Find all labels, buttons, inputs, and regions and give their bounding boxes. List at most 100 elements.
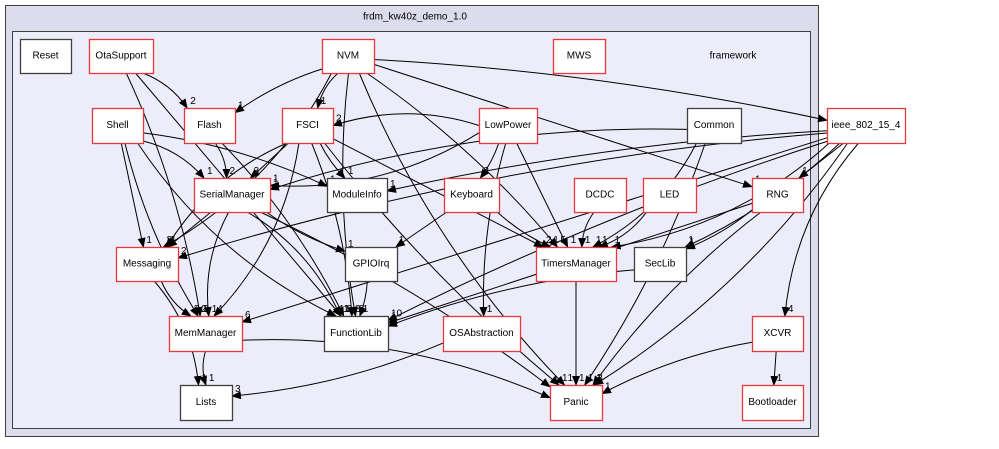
edge-weight-label[interactable]: 1 (344, 304, 350, 315)
edge-shell-to-serialmanager[interactable] (142, 140, 205, 179)
node-shell[interactable]: Shell (91, 107, 145, 145)
edge-weight-label[interactable]: 1 (615, 235, 621, 246)
node-box[interactable] (323, 315, 390, 353)
edge-weight-label[interactable]: 1 (689, 237, 695, 248)
edge-weight-label[interactable]: 1 (571, 235, 577, 246)
edge-serialmanager-to-gpioirq[interactable] (265, 211, 346, 253)
edge-weight-label[interactable]: 1 (562, 373, 568, 384)
edge-memmanager-to-panic[interactable] (241, 339, 551, 399)
node-flash[interactable]: Flash (183, 107, 237, 145)
edge-weight-label[interactable]: 1 (688, 235, 694, 246)
edge-lowpower-to-fsci[interactable] (332, 113, 480, 127)
node-box[interactable] (91, 107, 145, 145)
node-box[interactable] (442, 315, 522, 353)
edge-serialmanager-to-panic[interactable] (259, 211, 551, 388)
edge-shell-to-functionlib[interactable] (137, 142, 337, 317)
node-box[interactable] (183, 107, 237, 145)
edge-fsci-to-moduleinfo[interactable] (319, 142, 346, 179)
edge-weight-label[interactable]: 1 (363, 304, 369, 315)
node-osabstraction[interactable]: OSAbstraction (442, 315, 522, 353)
node-box[interactable] (168, 315, 244, 353)
edge-weight-label[interactable]: 1 (602, 235, 608, 246)
node-led[interactable]: LED (642, 177, 698, 214)
edge-xcvr-to-bootloader[interactable] (770, 350, 779, 386)
edge-weight-label[interactable]: 1 (146, 235, 152, 246)
edge-gpioirq-to-functionlib[interactable] (359, 280, 368, 317)
edge-nvm-to-flash[interactable] (234, 68, 323, 114)
node-box[interactable] (552, 38, 607, 75)
edge-flash-to-serialmanager[interactable] (214, 142, 231, 179)
edge-fsci-to-functionlib[interactable] (311, 142, 356, 317)
node-box[interactable] (344, 246, 399, 283)
edge-weight-label[interactable]: 2 (230, 166, 236, 177)
node-box[interactable] (443, 177, 501, 214)
edge-weight-label[interactable]: 1 (209, 373, 215, 384)
edge-ieee-to-xcvr[interactable] (781, 142, 859, 317)
edge-serialmanager-to-memmanager[interactable] (203, 211, 230, 317)
edge-shell-to-moduleinfo[interactable] (142, 132, 328, 187)
edge-weight-label[interactable]: 1 (802, 166, 808, 177)
edge-weight-label[interactable]: 1 (605, 382, 611, 393)
node-box[interactable] (321, 38, 376, 75)
edge-weight-label[interactable]: 1 (487, 304, 493, 315)
edge-ieee-to-panic[interactable] (593, 142, 849, 386)
edge-weight-label[interactable]: 3 (254, 166, 260, 177)
edge-rng-to-seclib[interactable] (685, 209, 753, 250)
edge-weight-label[interactable]: 1 (238, 101, 244, 112)
edge-nvm-to-panic[interactable] (358, 72, 566, 386)
node-bootloader[interactable]: Bootloader (741, 384, 805, 422)
edge-fsci-to-panic[interactable] (324, 142, 560, 386)
edge-weight-label[interactable]: 1 (348, 166, 354, 177)
node-box[interactable] (179, 384, 234, 422)
edge-flash-to-functionlib[interactable] (221, 142, 345, 317)
edge-weight-label[interactable]: 1 (553, 235, 559, 246)
edge-nvm-to-timersmanager[interactable] (366, 72, 559, 248)
node-box[interactable] (633, 246, 688, 283)
edge-weight-label[interactable]: 2 (201, 304, 207, 315)
node-box[interactable] (751, 315, 805, 353)
node-messaging[interactable]: Messaging (115, 246, 180, 283)
node-box[interactable] (686, 107, 743, 145)
edge-weight-label[interactable]: 1 (596, 373, 602, 384)
node-box[interactable] (115, 246, 180, 283)
edge-xcvr-to-panic[interactable] (601, 341, 753, 395)
node-box[interactable] (549, 384, 604, 422)
edge-fsci-to-memmanager[interactable] (213, 142, 300, 317)
edge-weight-label[interactable]: 1 (391, 311, 397, 322)
node-box[interactable] (642, 177, 698, 214)
edge-lowpower-to-serialmanager[interactable] (269, 132, 480, 190)
node-lowpower[interactable]: LowPower (478, 107, 539, 145)
edge-nvm-to-fsci[interactable] (315, 72, 339, 109)
edge-dcdc-to-timersmanager[interactable] (578, 211, 595, 248)
edge-nvm-to-rng[interactable] (373, 63, 753, 188)
edge-weight-label[interactable]: 4 (788, 304, 794, 315)
edge-messaging-to-memmanager[interactable] (160, 280, 192, 317)
node-panic[interactable]: Panic (549, 384, 604, 422)
edge-weight-label[interactable]: 1 (321, 96, 327, 107)
edge-ieee-to-memmanager[interactable] (241, 137, 828, 324)
node-lists[interactable]: Lists (179, 384, 234, 422)
edge-otasupport-to-flash[interactable] (142, 72, 188, 109)
edge-fsci-to-timersmanager[interactable] (332, 138, 544, 248)
edge-fsci-to-serialmanager[interactable] (249, 142, 289, 179)
edge-weight-label[interactable]: 1 (273, 178, 279, 189)
edge-keyboard-to-gpioirq[interactable] (394, 211, 447, 248)
node-otasupport[interactable]: OtaSupport (88, 38, 155, 75)
edge-weight-label[interactable]: 3 (235, 384, 241, 395)
edge-weight-label[interactable]: 1 (585, 235, 591, 246)
edge-weight-label[interactable]: 1 (399, 235, 405, 246)
node-gpioirq[interactable]: GPIOIrq (344, 246, 399, 283)
node-nvm[interactable]: NVM (321, 38, 376, 75)
edge-led-to-timersmanager[interactable] (598, 211, 647, 248)
edge-weight-label[interactable]: 4 (217, 304, 223, 315)
edge-ieee-to-functionlib[interactable] (387, 140, 828, 321)
edge-nvm-to-messaging[interactable] (162, 72, 333, 248)
edge-osabstraction-to-lists[interactable] (231, 342, 444, 400)
edge-weight-label[interactable]: 1 (171, 235, 177, 246)
node-ieee[interactable]: ieee_802_15_4 (826, 107, 907, 145)
edge-weight-label[interactable]: 1 (579, 373, 585, 384)
node-box[interactable] (326, 177, 389, 214)
edge-shell-to-memmanager[interactable] (124, 142, 199, 317)
node-moduleinfo[interactable]: ModuleInfo (326, 177, 389, 214)
edge-serialmanager-to-messaging[interactable] (167, 211, 212, 248)
